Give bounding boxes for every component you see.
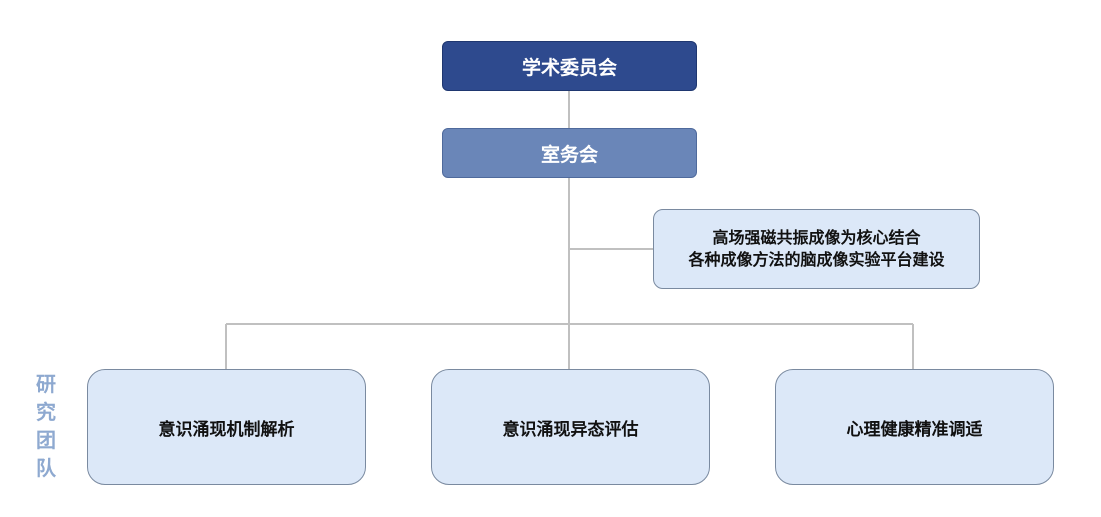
research-team-vertical-label: 研 究 团 队 — [34, 370, 58, 482]
team-box-2: 意识涌现异态评估 — [431, 369, 710, 485]
academic-committee-box: 学术委员会 — [442, 41, 697, 91]
side-label-char: 究 — [36, 400, 56, 424]
side-label-char: 团 — [36, 428, 56, 452]
team-label-1: 意识涌现机制解析 — [158, 419, 295, 440]
office-meeting-label: 室务会 — [540, 143, 598, 166]
team-label-3: 心理健康精准调适 — [846, 419, 983, 440]
team-box-3: 心理健康精准调适 — [775, 369, 1054, 485]
team-label-2: 意识涌现异态评估 — [502, 419, 639, 440]
imaging-platform-box: 高场强磁共振成像为核心结合 各种成像方法的脑成像实验平台建设 — [653, 209, 980, 289]
team-box-1: 意识涌现机制解析 — [87, 369, 366, 485]
imaging-platform-line-2: 各种成像方法的脑成像实验平台建设 — [688, 250, 945, 269]
academic-committee-label: 学术委员会 — [521, 56, 617, 79]
office-meeting-box: 室务会 — [442, 128, 697, 178]
side-label-char: 队 — [36, 456, 56, 480]
side-label-char: 研 — [36, 372, 56, 396]
imaging-platform-line-1: 高场强磁共振成像为核心结合 — [712, 228, 921, 247]
